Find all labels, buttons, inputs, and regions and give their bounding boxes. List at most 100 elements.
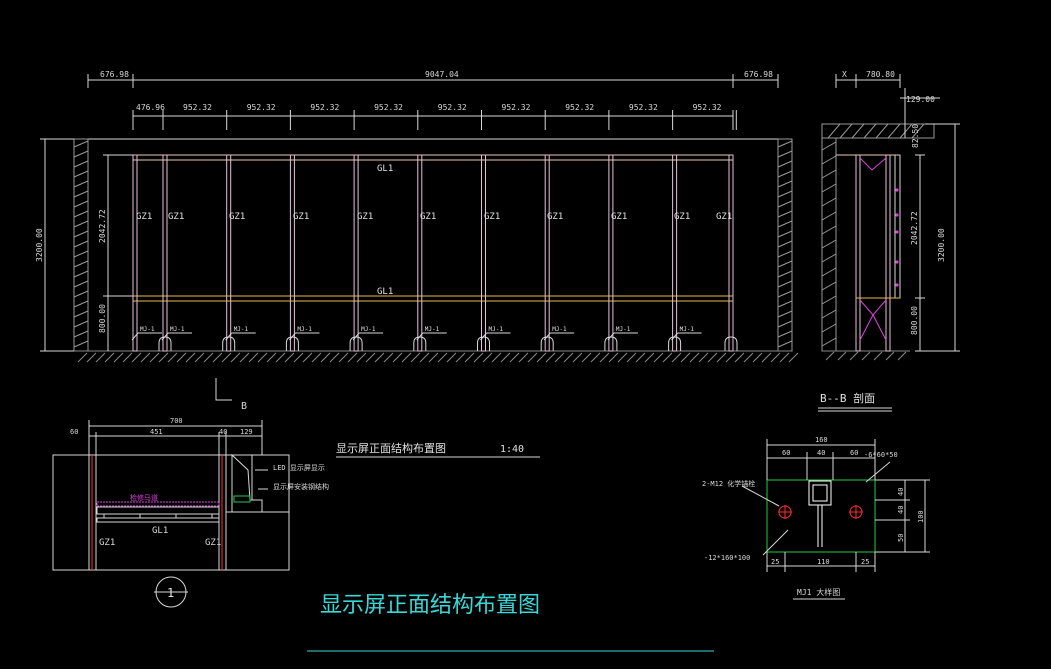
- bp-dim-top-c: 60: [850, 449, 858, 457]
- detail-mark: 1: [154, 576, 188, 608]
- bay-dim-9: 952.32: [629, 103, 658, 112]
- detail-green-bracket: [233, 495, 251, 503]
- bp-label-plate: -12*160*100: [704, 554, 750, 562]
- column-label-2: GZ1: [168, 212, 184, 222]
- detail-gz-left: GZ1: [99, 538, 115, 548]
- column-support-2: [222, 336, 236, 351]
- section-dim-width: 780.80: [866, 70, 895, 79]
- bay-dim-4: 952.32: [310, 103, 339, 112]
- column-supports: [158, 336, 738, 351]
- base-label-1: MJ-1: [140, 326, 155, 333]
- detail-label-led: LED 显示屏显示: [273, 464, 325, 472]
- section-dim-total: 3200.00: [937, 228, 946, 262]
- section-dim-small: 129.00: [906, 95, 935, 104]
- column-support-6: [477, 336, 490, 351]
- section-dim-low: 800.00: [910, 306, 919, 335]
- bp-dim-top: 160: [815, 436, 828, 444]
- bay-dim-6: 952.32: [438, 103, 467, 112]
- section-title-group: B--B 剖面: [818, 391, 892, 412]
- column-label-6: GZ1: [420, 212, 436, 222]
- right-wall-hatch: [777, 138, 793, 352]
- dim-top-center: 9047.04: [425, 70, 459, 79]
- section-dim-x: X: [842, 70, 847, 79]
- base-label-leader: [480, 332, 487, 341]
- detail-gl1: GL1: [152, 526, 168, 536]
- bp-dim-top-b: 40: [817, 449, 825, 457]
- dim-top-left: 676.98: [100, 70, 129, 79]
- column-support-3: [285, 336, 299, 351]
- column-support-7: [540, 336, 554, 351]
- beam-label-top: GL1: [377, 164, 393, 174]
- column-9: [608, 154, 614, 352]
- baseplate-text: 160 60 40 60 25 110 25 40 40 50 100 2-M1…: [702, 436, 925, 597]
- gl1-beam: [132, 295, 734, 302]
- detail-gz-right: GZ1: [205, 538, 221, 548]
- bay-dim-8: 952.32: [565, 103, 594, 112]
- column-support-1: [158, 336, 172, 351]
- caption-group: 显示屏正面结构布置图 1:40 显示屏正面结构布置图: [307, 441, 714, 652]
- column-6: [417, 154, 423, 352]
- column-label-9: GZ1: [611, 212, 627, 222]
- section-dimensions: [835, 74, 960, 352]
- column-label-5: GZ1: [357, 212, 373, 222]
- bay-dim-10: 952.32: [693, 103, 722, 112]
- bay-dim-5: 952.32: [374, 103, 403, 112]
- column-5: [353, 154, 359, 352]
- column-support-8: [604, 336, 618, 351]
- small-title: 显示屏正面结构布置图: [336, 441, 446, 455]
- base-label-5: MJ-1: [361, 326, 376, 333]
- section-column-b: [885, 154, 891, 352]
- wall-outline: [73, 138, 793, 352]
- base-label-leader: [161, 332, 169, 341]
- columns: [132, 154, 734, 352]
- base-label-6: MJ-1: [425, 326, 440, 333]
- bp-dim-right-b: 40: [897, 506, 905, 514]
- elevation-view: [73, 138, 799, 363]
- bp-dim-right-a: 40: [897, 488, 905, 496]
- column-8: [544, 154, 550, 352]
- base-label-10: MJ-1: [680, 326, 695, 333]
- bp-label-bolt: 2-M12 化学锚栓: [702, 479, 755, 488]
- column-label-7: GZ1: [484, 212, 500, 222]
- bay-dim-7: 952.32: [502, 103, 531, 112]
- baseplate-tube: [808, 480, 832, 506]
- section-dim-text: X 780.80 129.00 82.50 2042.72 800.00 320…: [842, 70, 946, 335]
- base-label-leader: [416, 332, 424, 341]
- bp-dim-right-c: 50: [897, 534, 905, 542]
- detail-dim-total: 700: [170, 417, 183, 425]
- base-label-leader: [543, 332, 551, 341]
- section-brace-bottom: [859, 299, 887, 341]
- base-label-8: MJ-1: [552, 326, 567, 333]
- detail-dim-40: 40: [219, 428, 227, 436]
- base-label-leader: [131, 332, 139, 341]
- detail-mark-number: 1: [167, 586, 174, 600]
- section-title: B--B 剖面: [820, 391, 875, 405]
- column-support-10: [724, 336, 738, 351]
- column-11: [728, 154, 734, 352]
- bp-dim-bot-b: 110: [817, 558, 830, 566]
- bp-dim-right-total: 100: [917, 510, 925, 523]
- section-column-a: [855, 154, 861, 352]
- bp-dim-bot-a: 25: [771, 558, 779, 566]
- scale-label: 1:40: [500, 444, 524, 455]
- column-10: [672, 154, 678, 352]
- base-label-leader: [225, 332, 233, 341]
- beam-label-gl1: GL1: [377, 287, 393, 297]
- detail-dim-451: 451: [150, 428, 163, 436]
- detail-text: 700 60 451 40 129 LED 显示屏显示 显示屏安装钢结构 检修马…: [70, 417, 329, 548]
- base-label-leader: [607, 332, 615, 341]
- section-brace-top: [859, 157, 887, 171]
- dim-upper-height: 2042.72: [98, 209, 107, 243]
- base-label-leader: [289, 332, 296, 341]
- elevation-dimensions: [40, 74, 779, 352]
- column-label-3: GZ1: [229, 212, 245, 222]
- ground-hatch: [74, 350, 799, 363]
- detail-1-view: [52, 453, 290, 571]
- section-cut-mark: B: [215, 378, 247, 412]
- column-1: [132, 154, 138, 352]
- column-label-11: GZ1: [716, 212, 732, 222]
- dim-lower-height: 800.00: [98, 304, 107, 333]
